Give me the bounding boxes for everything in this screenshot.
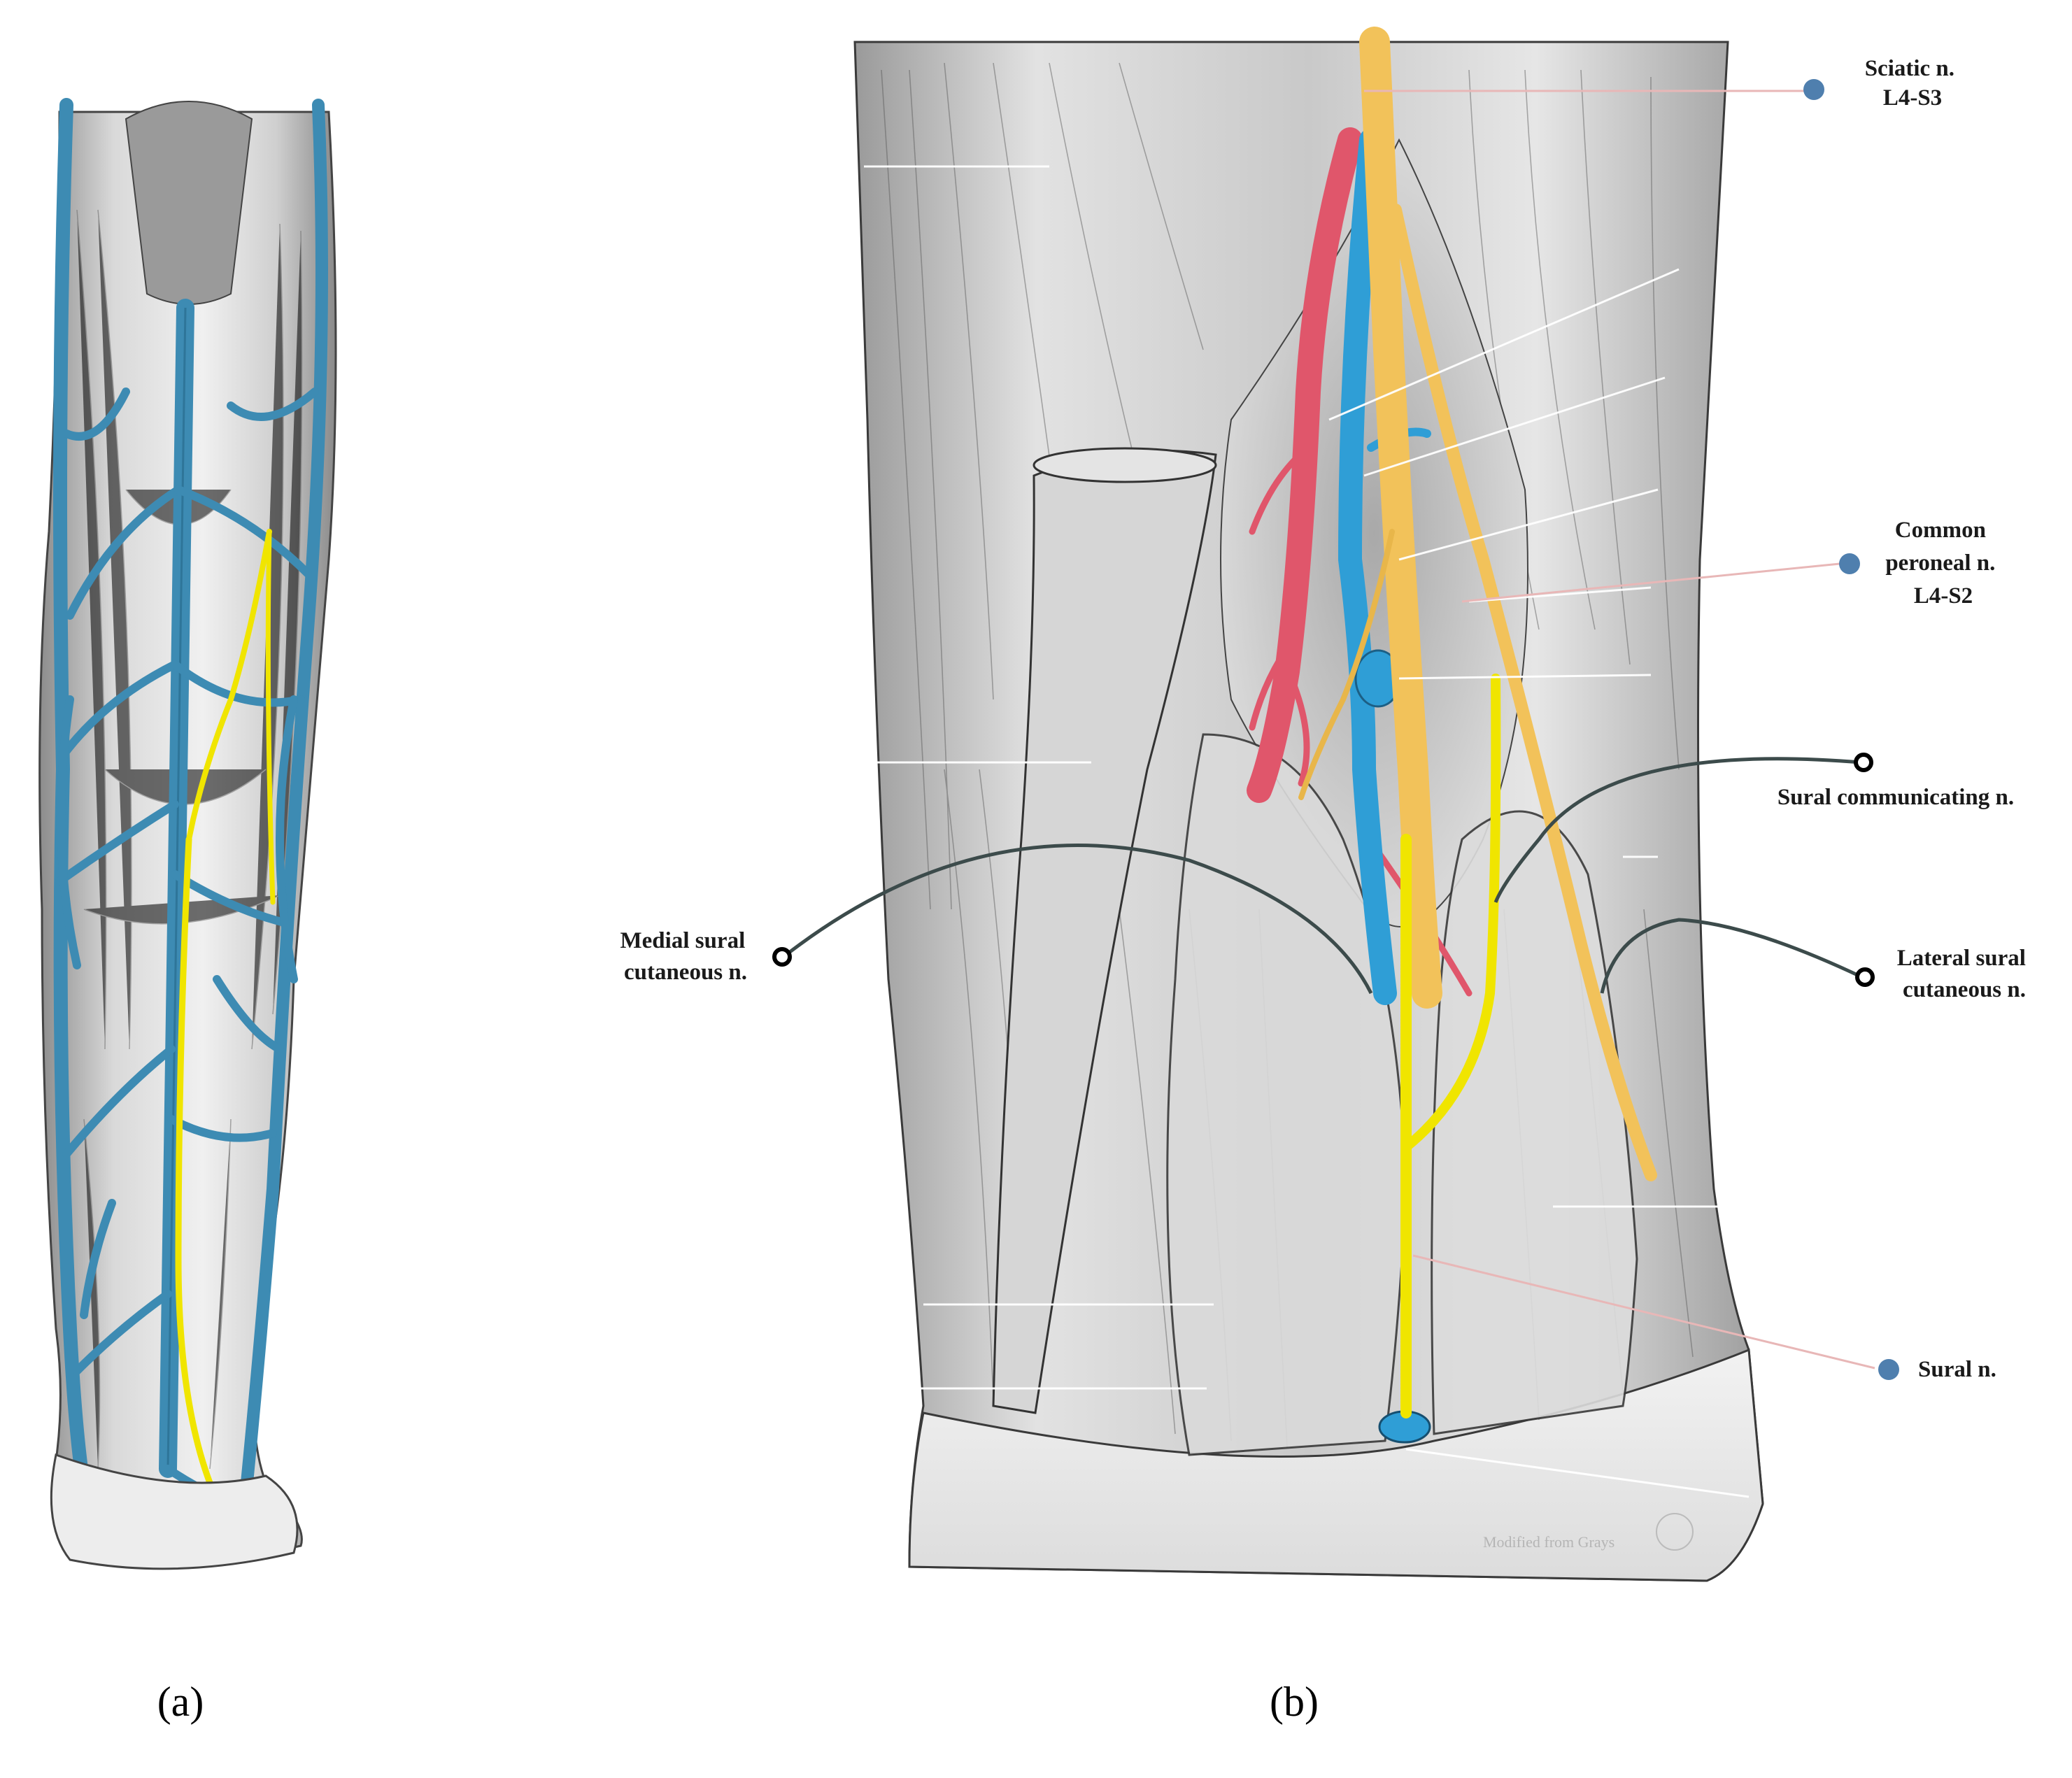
ring-marker-icon bbox=[772, 947, 792, 967]
popliteal-fossa-a bbox=[125, 101, 253, 305]
tibial-nerve-branch bbox=[1298, 529, 1395, 800]
sural-communicating-nerve bbox=[1401, 674, 1501, 1152]
leader-lines-pink bbox=[1364, 90, 1875, 1370]
sural-communicating-label: Sural communicating n. bbox=[1777, 785, 2014, 810]
semitendinosus-tendon bbox=[992, 449, 1217, 1414]
skin-reflection-band bbox=[908, 1348, 1764, 1582]
leader-lines-white bbox=[860, 165, 1750, 1498]
lateral-sural-cutaneous-nerve-a bbox=[265, 529, 276, 905]
popliteal-artery bbox=[1247, 127, 1363, 803]
common-peroneal-nerve bbox=[1389, 204, 1657, 1181]
popliteal-vein bbox=[1337, 128, 1397, 1005]
blue-dot-marker-icon bbox=[1839, 553, 1860, 574]
lateral-sural-label: Lateral sural cutaneous n. bbox=[1897, 946, 2031, 1002]
popliteal-fossa-b bbox=[1220, 138, 1528, 927]
ring-marker-icon bbox=[1855, 967, 1875, 987]
signature-mark bbox=[1656, 1513, 1694, 1551]
panel-b-label: (b) bbox=[1270, 1679, 1319, 1725]
great-saphenous-vein-right bbox=[239, 99, 328, 1510]
gastrocnemius-medial-head bbox=[1166, 733, 1407, 1456]
sciatic-nerve bbox=[1359, 27, 1442, 1009]
panel-a-label: (a) bbox=[157, 1679, 204, 1725]
sciatic-label: Sciatic n. L4-S3 bbox=[1865, 56, 1961, 111]
ring-marker-icon bbox=[1854, 753, 1873, 772]
blue-dot-marker-icon bbox=[1878, 1359, 1899, 1380]
sural-communicating-nerve-a bbox=[186, 529, 272, 842]
great-saphenous-vein-left bbox=[53, 98, 98, 1532]
medial-sural-label: Medial sural cutaneous n. bbox=[620, 928, 751, 985]
common-peroneal-label: Common peroneal n. L4-S2 bbox=[1885, 518, 2001, 609]
sural-label: Sural n. bbox=[1918, 1357, 1996, 1382]
credit-text: Modified from Grays bbox=[1483, 1533, 1615, 1551]
panel-a-leg-illustration bbox=[38, 98, 337, 1570]
panel-b-popliteal-illustration bbox=[853, 27, 1764, 1582]
vein-tributaries bbox=[55, 387, 319, 1515]
blue-dot-marker-icon bbox=[1803, 79, 1824, 100]
tendon-cut-end bbox=[1033, 447, 1217, 483]
heel bbox=[50, 1453, 299, 1570]
leader-lines-dark bbox=[782, 757, 1865, 995]
